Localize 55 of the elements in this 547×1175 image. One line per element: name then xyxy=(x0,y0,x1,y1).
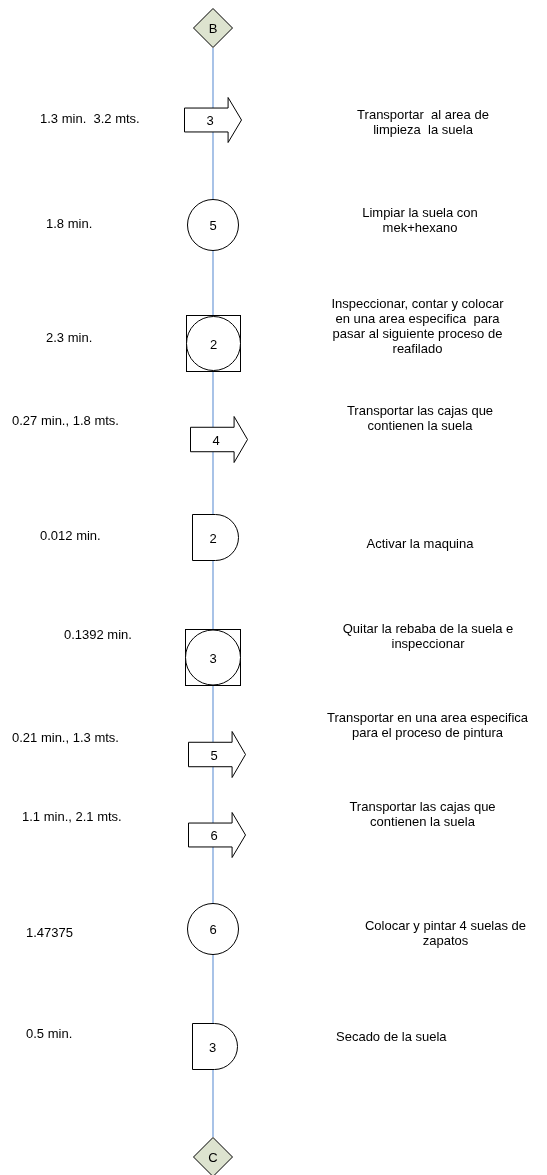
time-distance-label: 0.012 min. xyxy=(40,528,102,543)
step-description: Secado de la suela xyxy=(336,1029,448,1044)
connector-line xyxy=(212,560,214,630)
step-description: Colocar y pintar 4 suelas de zapatos xyxy=(363,918,528,948)
inspection-square-circle xyxy=(186,315,241,372)
step-number: 5 xyxy=(210,747,218,762)
time-distance-label: 1.1 min., 2.1 mts. xyxy=(22,809,123,824)
connector-line xyxy=(212,250,214,316)
connector-line xyxy=(212,685,214,743)
step-description: Inspeccionar, contar y colocar en una area especifica para pasar al siguiente proceso de reafilado xyxy=(330,296,505,356)
time-distance-label: 0.21 min., 1.3 mts. xyxy=(12,730,120,745)
inspection-square-circle xyxy=(185,629,241,686)
connector-letter: B xyxy=(208,20,218,36)
step-number: 6 xyxy=(209,921,217,937)
time-distance-label: 2.3 min. xyxy=(46,330,94,345)
time-distance-label: 0.1392 min. xyxy=(64,627,133,642)
step-number: 3 xyxy=(209,1039,217,1054)
connector-line xyxy=(212,1069,214,1138)
connector-line xyxy=(212,766,214,824)
connector-line xyxy=(212,131,214,200)
delay-symbol xyxy=(192,514,239,561)
step-number: 3 xyxy=(206,112,214,128)
time-distance-label: 0.5 min. xyxy=(26,1026,74,1041)
step-number: 6 xyxy=(210,827,218,843)
step-description: Transportar al area de limpieza la suela xyxy=(356,107,490,137)
connector-line xyxy=(212,846,214,904)
connector-line xyxy=(212,451,214,515)
connector-line xyxy=(212,47,214,109)
step-description: Transportar en una area especifica para el proceso de pintura xyxy=(325,710,530,740)
time-distance-label: 1.3 min. 3.2 mts. xyxy=(40,111,141,126)
connector-line xyxy=(212,371,214,428)
operation-circle xyxy=(187,199,239,251)
step-number: 2 xyxy=(209,336,218,351)
operation-circle xyxy=(187,903,239,955)
connector-line xyxy=(212,954,214,1024)
step-description: Transportar las cajas que contienen la suela xyxy=(348,799,497,829)
step-description: Activar la maquina xyxy=(365,536,475,551)
step-description: Transportar las cajas que contienen la suela xyxy=(345,403,495,433)
step-number: 3 xyxy=(209,650,217,665)
step-number: 5 xyxy=(209,217,217,233)
step-description: Limpiar la suela con mek+hexano xyxy=(361,205,479,235)
transport-symbol xyxy=(188,812,246,858)
time-distance-label: 1.8 min. xyxy=(46,216,94,231)
delay-symbol xyxy=(192,1023,238,1070)
transport-symbol xyxy=(190,416,248,463)
transport-symbol xyxy=(184,97,242,143)
step-number: 2 xyxy=(209,530,217,545)
time-distance-label: 0.27 min., 1.8 mts. xyxy=(12,413,120,428)
transport-symbol xyxy=(188,731,246,778)
time-distance-label: 1.47375 xyxy=(26,925,74,940)
step-description: Quitar la rebaba de la suela e inspeccionar xyxy=(341,621,515,651)
connector-diamond xyxy=(193,8,233,48)
connector-letter: C xyxy=(208,1149,218,1165)
connector-diamond xyxy=(193,1137,233,1175)
step-number: 4 xyxy=(212,432,220,447)
